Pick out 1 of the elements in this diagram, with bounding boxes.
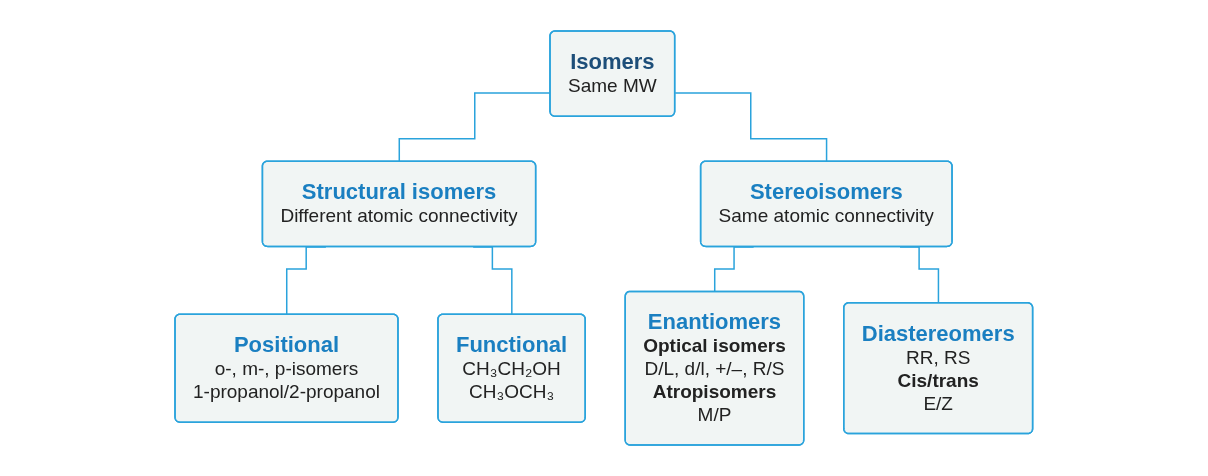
connector [674,92,828,163]
